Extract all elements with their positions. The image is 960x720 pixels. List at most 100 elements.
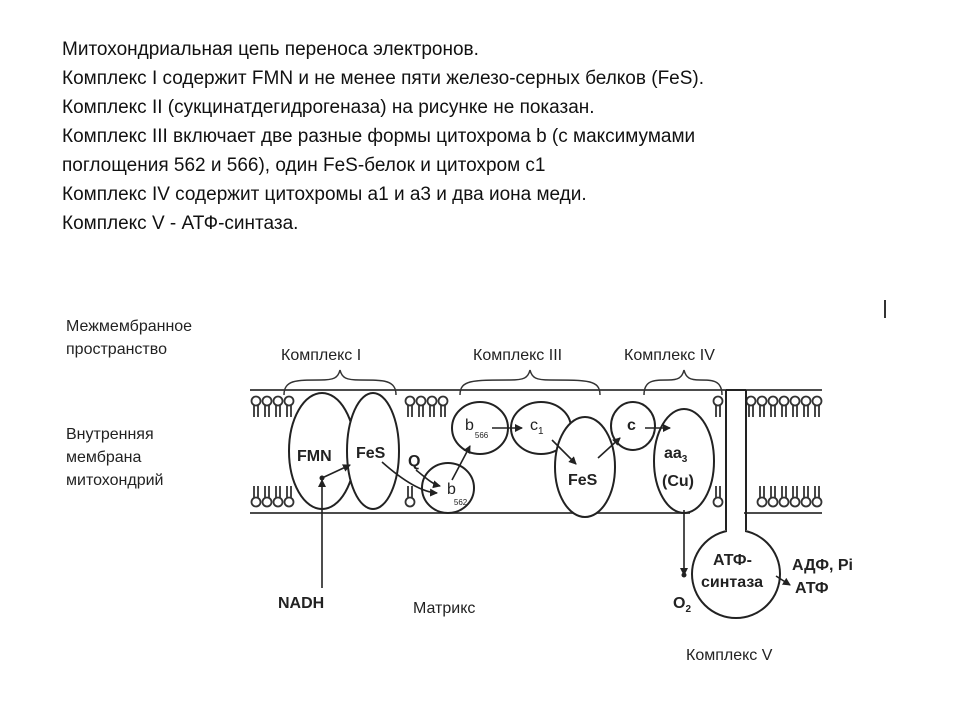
lipid-tail <box>759 405 765 417</box>
lipid-head <box>756 496 768 508</box>
lipid-tail <box>814 405 820 417</box>
lipid-head <box>800 496 812 508</box>
lipid-tail <box>781 486 787 498</box>
inner-membrane-label: Внутренняя мембрана митохондрий <box>66 426 163 489</box>
lipid-head <box>767 496 779 508</box>
atp-synthase-label-2: синтаза <box>701 574 763 591</box>
atp-synthase-label-1: АТФ- <box>713 552 752 569</box>
lipid-tail <box>275 486 281 498</box>
complex-3-brace <box>459 369 601 396</box>
lipid-head <box>811 496 823 508</box>
svg-text:митохондрий: митохондрий <box>66 472 163 489</box>
nadh-label: NADH <box>278 595 324 612</box>
lipid-head <box>756 395 768 407</box>
lipid-head <box>811 395 823 407</box>
matrix-label: Матрикс <box>413 600 475 617</box>
fes-protein-complex-1 <box>346 392 400 510</box>
c-label: c <box>627 417 636 434</box>
lipid-head <box>767 395 779 407</box>
lipid-head <box>261 395 273 407</box>
complex-1-label: Комплекс I <box>281 347 361 364</box>
caption-line: Комплекс V - АТФ-синтаза. <box>62 213 299 234</box>
b566-label: b566 <box>465 417 489 440</box>
fes-label-complex-1: FeS <box>356 445 386 462</box>
lipid-head <box>404 496 416 508</box>
lipid-tail <box>792 405 798 417</box>
caption: Митохондриальная цепь переноса электроно… <box>62 35 922 238</box>
caption-line: Комплекс II (сукцинатдегидрогеназа) на р… <box>62 97 595 118</box>
cytochrome-c <box>610 401 656 451</box>
lipid-tail <box>814 486 820 498</box>
arrow-q-to-b562 <box>415 469 441 489</box>
cu-label: (Cu) <box>662 473 694 490</box>
lipid-head <box>712 496 724 508</box>
svg-text:мембрана: мембрана <box>66 449 142 466</box>
lipid-tail <box>748 405 754 417</box>
lipid-tail <box>264 486 270 498</box>
lipid-head <box>283 395 295 407</box>
lipid-tail <box>407 486 413 498</box>
lipid-head <box>778 395 790 407</box>
lipid-head <box>789 496 801 508</box>
lipid-tail <box>253 405 259 417</box>
lipid-head <box>250 395 262 407</box>
lipid-tail <box>440 405 446 417</box>
lipid-head <box>789 395 801 407</box>
ubiquinone-label: Q <box>408 453 420 470</box>
lipid-head <box>272 496 284 508</box>
svg-text:Внутренняя: Внутренняя <box>66 426 154 443</box>
lipid-head <box>283 496 295 508</box>
caption-line: Комплекс III включает две разные формы ц… <box>62 126 696 147</box>
cytochrome-b562 <box>421 462 475 514</box>
lipid-tail <box>770 486 776 498</box>
arrow-fmn-to-fes <box>321 464 351 479</box>
arrow-fes-to-c <box>597 437 621 459</box>
lipid-tail <box>792 486 798 498</box>
svg-text:Межмембранное: Межмембранное <box>66 318 192 335</box>
caption-line: Комплекс IV содержит цитохромы а1 и а3 и… <box>62 184 587 205</box>
caption-line: Митохондриальная цепь переноса электроно… <box>62 39 479 60</box>
arrow-b562-to-b566 <box>451 445 471 481</box>
complex-5-label: Комплекс V <box>686 647 773 664</box>
lipid-tail <box>759 486 765 498</box>
lipid-head <box>745 395 757 407</box>
lipid-tail <box>803 405 809 417</box>
lipid-head <box>712 395 724 407</box>
c1-label: c1 <box>530 417 544 437</box>
arrow-c1-to-fes <box>551 439 577 465</box>
svg-text:пространство: пространство <box>66 341 167 358</box>
lipid-head <box>404 395 416 407</box>
caption-line: поглощения 562 и 566), один FeS-белок и … <box>62 155 546 176</box>
lipid-head <box>437 395 449 407</box>
lipid-tail <box>803 486 809 498</box>
lipid-head <box>415 395 427 407</box>
caption-line: Комплекс I содержит FMN и не менее пяти … <box>62 68 705 89</box>
lipid-tail <box>407 405 413 417</box>
lipid-tail <box>781 405 787 417</box>
complex-4-label: Комплекс IV <box>624 347 715 364</box>
lipid-head <box>778 496 790 508</box>
lipid-tail <box>264 405 270 417</box>
lipid-head <box>272 395 284 407</box>
adp-pi-label: АДФ, Pi <box>792 557 853 574</box>
lipid-tail <box>418 405 424 417</box>
arrow-adp-to-atp <box>775 575 791 586</box>
lipid-tail <box>286 405 292 417</box>
fes-label-complex-3: FeS <box>568 472 598 489</box>
complex-4-brace <box>643 369 723 396</box>
fmn-label: FMN <box>297 448 332 465</box>
intermembrane-label: Межмембранное пространство <box>66 318 192 358</box>
lipid-tail <box>286 486 292 498</box>
complex-3-label: Комплекс III <box>473 347 562 364</box>
lipid-tail <box>715 405 721 417</box>
lipid-head <box>250 496 262 508</box>
lipid-head <box>426 395 438 407</box>
complex-1-brace <box>283 369 397 396</box>
lipid-head <box>261 496 273 508</box>
lipid-head <box>800 395 812 407</box>
lipid-tail <box>253 486 259 498</box>
lipid-tail <box>275 405 281 417</box>
atp-label: АТФ <box>795 580 829 597</box>
